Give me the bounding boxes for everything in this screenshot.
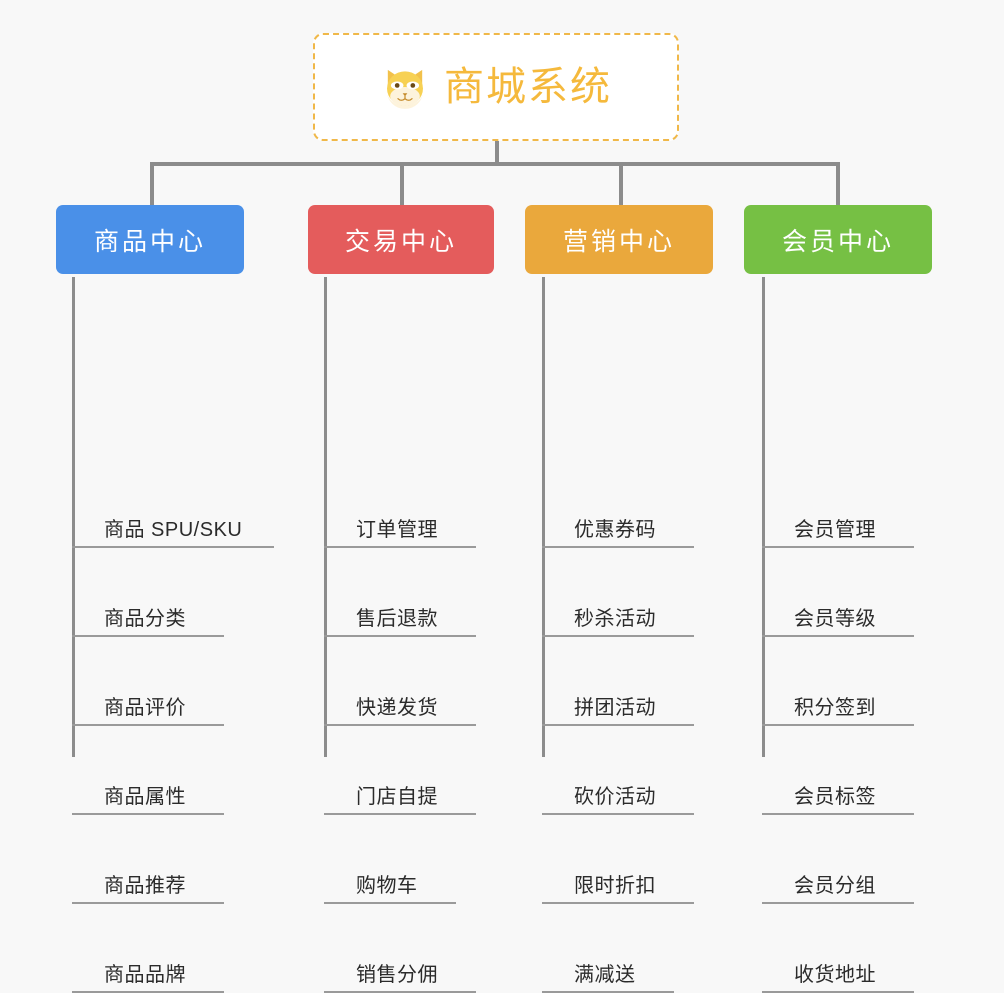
leaf-label: 优惠券码	[574, 519, 656, 541]
category-header-member-center[interactable]: 会员中心	[744, 205, 932, 274]
category-header-trade-center[interactable]: 交易中心	[308, 205, 494, 274]
leaf-label: 积分签到	[794, 697, 876, 719]
leaf-label: 会员分组	[794, 875, 876, 897]
org-chart-diagram: 商城系统 商品中心 商品 SPU/SKU 商品分类 商品评价 商品属性 商品推荐…	[56, 33, 932, 993]
leaf-label: 拼团活动	[574, 697, 656, 719]
leaf-item[interactable]: 满减送	[542, 924, 674, 993]
leaf-item[interactable]: 会员管理	[762, 479, 914, 548]
leaf-label: 会员等级	[794, 608, 876, 630]
leaf-item[interactable]: 商品推荐	[72, 835, 224, 904]
root-node[interactable]: 商城系统	[313, 33, 679, 141]
leaf-item[interactable]: 商品品牌	[72, 924, 224, 993]
category-label: 交易中心	[344, 227, 457, 256]
leaf-item[interactable]: 会员等级	[762, 568, 914, 637]
leaf-label: 订单管理	[356, 519, 438, 541]
connector-drop-trade-center	[400, 162, 404, 208]
root-title: 商城系统	[444, 65, 612, 109]
connector-root-stem	[495, 141, 499, 165]
leaf-item[interactable]: 商品评价	[72, 657, 224, 726]
category-header-product-center[interactable]: 商品中心	[56, 205, 244, 274]
leaf-item[interactable]: 购物车	[324, 835, 456, 904]
leaf-label: 商品推荐	[104, 875, 186, 897]
leaf-item[interactable]: 砍价活动	[542, 746, 694, 815]
leaf-label: 商品品牌	[104, 964, 186, 986]
leaf-label: 限时折扣	[574, 875, 656, 897]
connector-drop-marketing-center	[619, 162, 623, 208]
leaf-item[interactable]: 订单管理	[324, 479, 476, 548]
leaf-label: 收货地址	[794, 964, 876, 986]
category-label: 商品中心	[93, 227, 206, 256]
leaf-label: 满减送	[574, 964, 636, 986]
category-label: 会员中心	[781, 227, 894, 256]
leaf-label: 快递发货	[356, 697, 438, 719]
leaf-label: 销售分佣	[356, 964, 438, 986]
leaf-item[interactable]: 快递发货	[324, 657, 476, 726]
column-spine	[324, 277, 327, 757]
category-header-marketing-center[interactable]: 营销中心	[525, 205, 713, 274]
column-spine	[72, 277, 75, 757]
leaf-label: 商品评价	[104, 697, 186, 719]
leaf-label: 会员管理	[794, 519, 876, 541]
leaf-item[interactable]: 秒杀活动	[542, 568, 694, 637]
connector-drop-member-center	[836, 162, 840, 208]
connector-bus	[150, 162, 840, 166]
leaf-label: 会员标签	[794, 786, 876, 808]
leaf-item[interactable]: 商品 SPU/SKU	[72, 479, 274, 548]
leaf-label: 购物车	[356, 875, 418, 897]
leaf-label: 商品属性	[104, 786, 186, 808]
shiba-dog-face-icon	[380, 62, 430, 112]
leaf-item[interactable]: 门店自提	[324, 746, 476, 815]
leaf-item[interactable]: 商品属性	[72, 746, 224, 815]
leaf-item[interactable]: 收货地址	[762, 924, 914, 993]
leaf-label: 砍价活动	[574, 786, 656, 808]
leaf-label: 商品分类	[104, 608, 186, 630]
leaf-item[interactable]: 优惠券码	[542, 479, 694, 548]
leaf-item[interactable]: 积分签到	[762, 657, 914, 726]
leaf-label: 门店自提	[356, 786, 438, 808]
leaf-label: 售后退款	[356, 608, 438, 630]
leaf-item[interactable]: 商品分类	[72, 568, 224, 637]
leaf-label: 商品 SPU/SKU	[104, 519, 243, 541]
leaf-item[interactable]: 会员标签	[762, 746, 914, 815]
leaf-item[interactable]: 限时折扣	[542, 835, 694, 904]
column-spine	[542, 277, 545, 757]
leaf-item[interactable]: 拼团活动	[542, 657, 694, 726]
connector-drop-product-center	[150, 162, 154, 208]
column-spine	[762, 277, 765, 757]
leaf-item[interactable]: 销售分佣	[324, 924, 476, 993]
leaf-item[interactable]: 售后退款	[324, 568, 476, 637]
leaf-label: 秒杀活动	[574, 608, 656, 630]
leaf-item[interactable]: 会员分组	[762, 835, 914, 904]
category-label: 营销中心	[562, 227, 675, 256]
